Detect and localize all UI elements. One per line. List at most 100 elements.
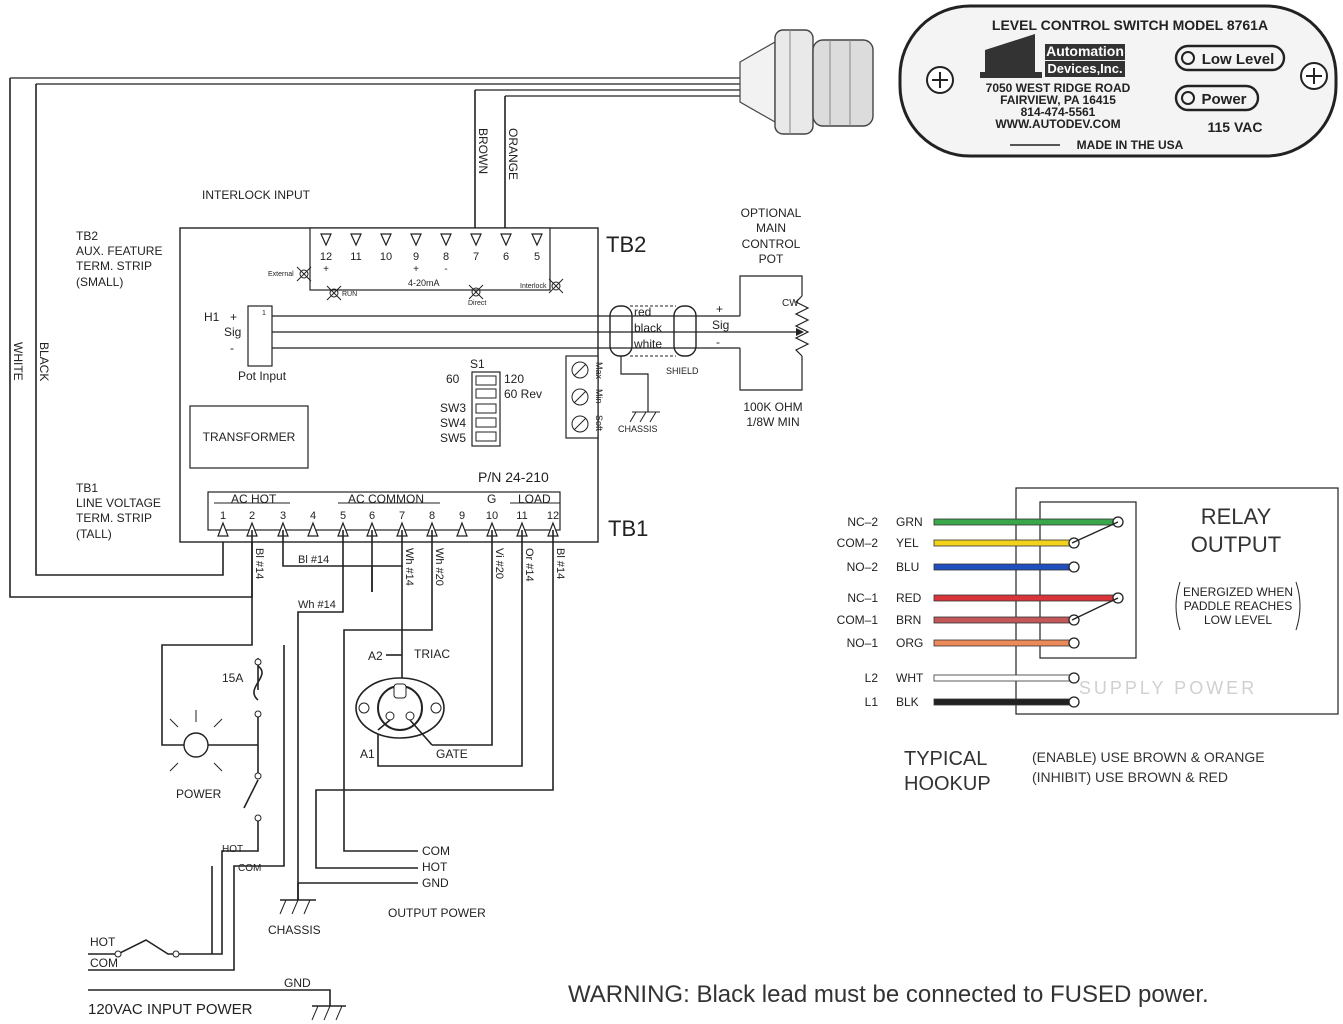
in-gnd-label: GND <box>284 976 311 990</box>
tb2-terminal[interactable]: 5 <box>531 233 543 263</box>
load-label: LOAD <box>518 492 551 506</box>
relay-terminal[interactable] <box>1068 672 1080 684</box>
tb1-terminal[interactable]: 10 <box>486 510 498 537</box>
energized-1: ENERGIZED WHEN <box>1183 585 1293 599</box>
relay-terminal[interactable] <box>1068 561 1080 573</box>
relay-pin-label: L1 <box>865 695 879 709</box>
min-trim-pot[interactable] <box>571 388 589 406</box>
sensor-web: WWW.AUTODEV.COM <box>995 117 1120 131</box>
tb1-terminal[interactable]: 9 <box>456 510 468 537</box>
opt-line1: OPTIONAL <box>741 206 802 220</box>
relay-color-label: ORG <box>896 636 923 650</box>
tb2-terminal-polarity: + <box>413 264 419 275</box>
brand-line1: Automation <box>1046 43 1124 59</box>
tb1-terminal[interactable]: 4 <box>307 510 319 537</box>
chassis-ground-icon <box>279 883 316 915</box>
tb2-terminal[interactable]: 12+ <box>320 233 332 275</box>
label-black: BLACK <box>37 342 51 381</box>
wire-or14: Or #14 <box>523 548 535 582</box>
transformer <box>189 405 309 469</box>
tb2-terminal[interactable]: 7 <box>470 233 482 263</box>
com-switch-label: COM <box>238 863 261 874</box>
sensor-address2: FAIRVIEW, PA 16415 <box>1000 93 1116 107</box>
output-power-label: OUTPUT POWER <box>388 906 486 920</box>
shield-label: SHIELD <box>666 366 699 376</box>
out-com-label: COM <box>422 844 450 858</box>
g-label: G <box>487 492 496 506</box>
tb2-terminal[interactable]: 11 <box>350 233 362 263</box>
gate-label: GATE <box>436 747 468 761</box>
svg-text:1: 1 <box>262 310 266 317</box>
chassis-small-label: CHASSIS <box>618 424 658 434</box>
relay-wire: L1 BLK <box>865 695 1080 709</box>
tb1-terminal-number: 11 <box>516 510 527 522</box>
s1-60rev: 60 Rev <box>504 387 542 401</box>
led-icon <box>296 266 312 282</box>
dip-switch[interactable] <box>471 371 501 447</box>
led-icon <box>468 284 484 300</box>
low-level-label: Low Level <box>1202 51 1275 68</box>
h1-minus: - <box>230 341 234 355</box>
relay-color-label: WHT <box>896 671 924 685</box>
tb1-terminal-number: 6 <box>369 510 375 522</box>
tb1-terminal-number: 3 <box>280 510 286 522</box>
tb2-desc-3: TERM. STRIP <box>76 259 152 273</box>
hot-switch-label: HOT <box>222 844 243 855</box>
soft-trim-pot[interactable] <box>571 415 589 433</box>
relay-terminal[interactable] <box>1068 614 1080 626</box>
enable-note: (ENABLE) USE BROWN & ORANGE <box>1032 749 1265 765</box>
run-label: RUN <box>342 291 357 298</box>
supply-power-label: SUPPLY POWER <box>1079 678 1257 698</box>
relay-color-label: BLK <box>896 695 919 709</box>
energized-2: PADDLE REACHES <box>1184 599 1292 613</box>
relay-title-1: RELAY <box>1201 504 1272 529</box>
min-label: Min <box>594 389 604 404</box>
tb1-terminal[interactable]: 1 <box>217 510 229 537</box>
relay-wire-bar <box>933 616 1071 624</box>
pot-sig: Sig <box>712 318 729 332</box>
chassis-label: CHASSIS <box>268 923 321 937</box>
tb2-terminal-number: 9 <box>413 251 419 263</box>
optional-pot: OPTIONAL MAIN CONTROL POT CW + Sig - 100… <box>712 206 810 429</box>
max-trim-pot[interactable] <box>571 361 589 379</box>
relay-pin-label: NC–2 <box>847 515 878 529</box>
relay-terminal[interactable] <box>1068 696 1080 708</box>
tb2-terminal[interactable]: 9+ <box>410 233 422 275</box>
tb1-terminal-number: 10 <box>486 510 498 522</box>
low-level-indicator <box>1174 44 1286 72</box>
triac-label: TRIAC <box>414 647 450 661</box>
relay-pin-label: NO–2 <box>847 560 879 574</box>
s1-120: 120 <box>504 372 524 386</box>
tb2-terminal[interactable]: 8- <box>440 233 452 275</box>
in-com-label: COM <box>90 956 118 970</box>
a1-label: A1 <box>360 747 375 761</box>
power-lamp-label: POWER <box>176 787 222 801</box>
interlock-label: Interlock <box>520 283 547 290</box>
tb2-terminal-number: 5 <box>534 251 540 263</box>
label-orange: ORANGE <box>506 128 520 180</box>
input-power-label: 120VAC INPUT POWER <box>88 1001 253 1018</box>
relay-pin-label: NO–1 <box>847 636 879 650</box>
tb1-terminal-number: 7 <box>399 510 405 522</box>
in-hot-label: HOT <box>90 935 116 949</box>
out-gnd-label: GND <box>422 876 449 890</box>
sw5-label: SW5 <box>440 431 466 445</box>
ac-common-label: AC COMMON <box>348 492 424 506</box>
tb1-label: TB1 <box>608 516 648 541</box>
s1-label: S1 <box>470 357 485 371</box>
warning-text: WARNING: Black lead must be connected to… <box>568 981 1209 1008</box>
pot-cable: red black white SHIELD CHASSIS <box>272 305 740 434</box>
relay-terminal[interactable] <box>1068 637 1080 649</box>
sw3-label: SW3 <box>440 401 466 415</box>
tb1-desc-1: TB1 <box>76 481 98 495</box>
tb2-terminal[interactable]: 6 <box>500 233 512 263</box>
opt-line2: MAIN <box>756 221 786 235</box>
fuse-and-switch: 15A HOT COM POWER <box>169 645 285 955</box>
tb2-terminal[interactable]: 10 <box>380 233 392 263</box>
relay-terminal[interactable] <box>1068 537 1080 549</box>
wire-wh20: Wh #20 <box>433 548 445 586</box>
ma-label: 4-20mA <box>408 278 440 288</box>
